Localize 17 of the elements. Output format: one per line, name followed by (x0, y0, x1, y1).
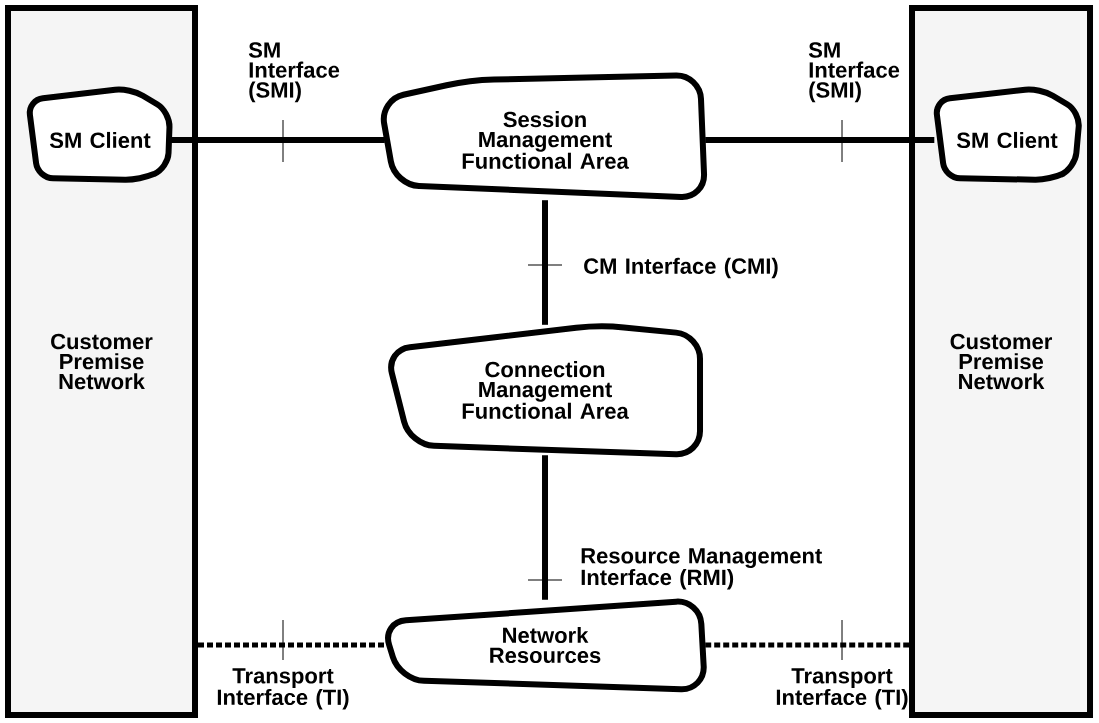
interface-label: SM Interface (SMI) (808, 42, 900, 103)
area-blob: Session Management Functional Area (380, 72, 708, 200)
connector-line (198, 642, 385, 648)
interface-label: CM Interface (CMI) (584, 257, 778, 279)
interface-label: SM Interface (SMI) (248, 42, 340, 103)
connector-line (542, 455, 548, 600)
area-blob: Network Resources (385, 598, 707, 693)
interface-label: Transport Interface (TI) (776, 668, 908, 710)
area-blob: SM Client (933, 86, 1082, 183)
interface-label: Resource Management Interface (RMI) (581, 548, 822, 590)
connector-line (705, 137, 935, 143)
area-blob: SM Client (26, 86, 173, 183)
area-blob: Connection Management Functional Area (388, 323, 703, 458)
connector-line (170, 137, 385, 143)
connector-line (542, 200, 548, 325)
connector-line (705, 642, 909, 648)
interface-label: Transport Interface (TI) (217, 668, 349, 710)
